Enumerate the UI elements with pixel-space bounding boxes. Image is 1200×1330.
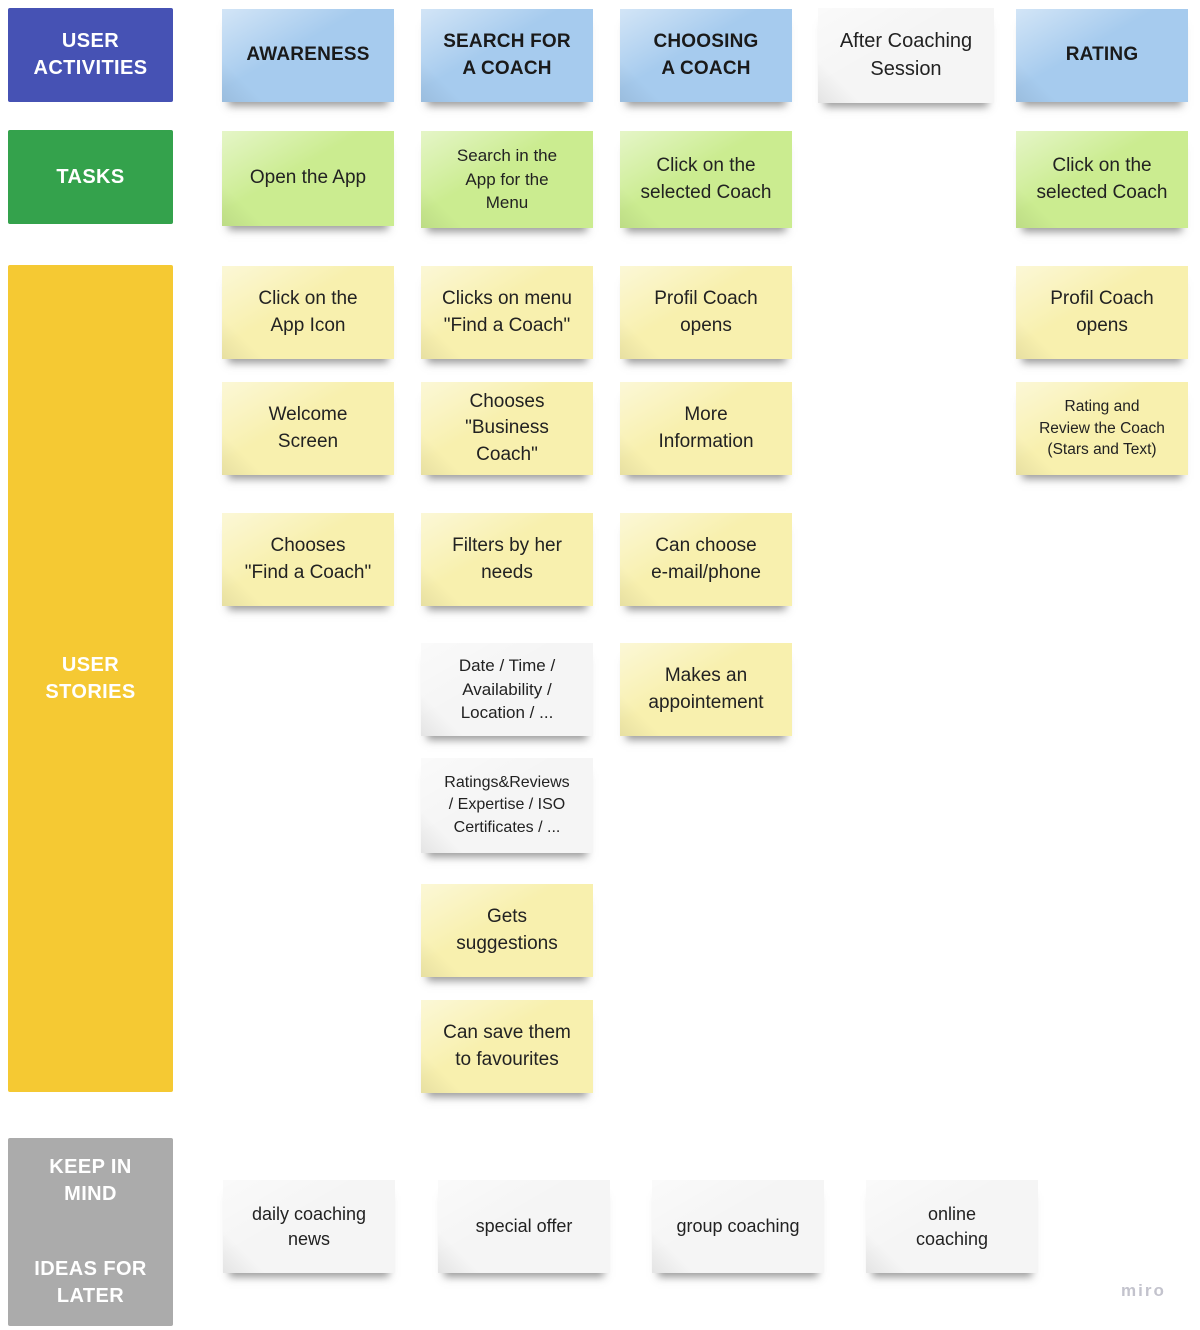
row-header-keep-in-mind[interactable]: KEEP IN MIND IDEAS FOR LATER bbox=[8, 1138, 173, 1326]
row-header-user-stories[interactable]: USER STORIES bbox=[8, 265, 173, 1092]
note-idea-special-offer[interactable]: special offer bbox=[438, 1180, 610, 1273]
note-idea-group-coaching-text: group coaching bbox=[676, 1216, 800, 1237]
note-story-filters-by-her-needs[interactable]: Filters by her needs bbox=[421, 513, 593, 606]
note-story-clicks-on-menu-find-a-coach[interactable]: Clicks on menu "Find a Coach" bbox=[421, 266, 593, 359]
note-idea-daily-coaching-news[interactable]: daily coaching news bbox=[223, 1180, 395, 1273]
note-story-filters-by-her-needs-text: Filters by her needs bbox=[452, 535, 562, 583]
note-story-clicks-on-menu-text: Clicks on menu "Find a Coach" bbox=[442, 288, 572, 336]
miro-watermark: miro bbox=[1121, 1281, 1166, 1300]
note-activity-search-text: SEARCH FOR A COACH bbox=[443, 31, 571, 79]
note-story-profil-coach-opens-2[interactable]: Profil Coach opens bbox=[1016, 266, 1188, 359]
note-story-chooses-business-coach[interactable]: Chooses "Business Coach" bbox=[421, 382, 593, 475]
ideas-for-later-label: IDEAS FOR LATER bbox=[34, 1258, 147, 1307]
note-activity-rating[interactable]: RATING bbox=[1016, 9, 1188, 102]
note-story-click-app-icon[interactable]: Click on the App Icon bbox=[222, 266, 394, 359]
note-task-search-in-app-menu-text: Search in the App for the Menu bbox=[456, 146, 558, 213]
note-story-rating-and-review[interactable]: Rating and Review the Coach (Stars and T… bbox=[1016, 382, 1188, 475]
note-story-welcome-screen-text: Welcome Screen bbox=[268, 404, 348, 452]
note-activity-choosing-text: CHOOSING A COACH bbox=[653, 31, 759, 79]
note-story-profil-coach-opens-1[interactable]: Profil Coach opens bbox=[620, 266, 792, 359]
note-task-open-the-app-text: Open the App bbox=[249, 167, 367, 189]
note-story-click-app-icon-text: Click on the App Icon bbox=[258, 288, 358, 336]
note-activity-choosing-a-coach[interactable]: CHOOSING A COACH bbox=[620, 9, 792, 102]
note-story-ratings-reviews-expertise-iso[interactable]: Ratings&Reviews / Expertise / ISO Certif… bbox=[421, 758, 593, 853]
note-story-can-save-to-favourites-text: Can save them to favourites bbox=[443, 1022, 571, 1070]
note-task-search-in-app-menu[interactable]: Search in the App for the Menu bbox=[421, 131, 593, 228]
note-idea-online-coaching-text: online coaching bbox=[915, 1203, 989, 1249]
note-story-chooses-business-coach-text: Chooses "Business Coach" bbox=[465, 391, 549, 465]
note-story-makes-an-appointement-text: Makes an appointement bbox=[648, 665, 764, 713]
note-story-profil-coach-opens-1-text: Profil Coach opens bbox=[654, 288, 758, 336]
note-story-can-save-to-favourites[interactable]: Can save them to favourites bbox=[421, 1000, 593, 1093]
row-header-tasks-label: TASKS bbox=[56, 165, 125, 188]
note-task-open-the-app[interactable]: Open the App bbox=[222, 131, 394, 226]
note-story-chooses-find-a-coach[interactable]: Chooses "Find a Coach" bbox=[222, 513, 394, 606]
note-story-chooses-find-a-coach-text: Chooses "Find a Coach" bbox=[244, 535, 372, 583]
note-activity-after-coaching-session[interactable]: After Coaching Session bbox=[818, 8, 994, 103]
note-activity-rating-text: RATING bbox=[1065, 44, 1139, 66]
note-activity-awareness-text: AWARENESS bbox=[246, 44, 370, 66]
note-story-gets-suggestions-text: Gets suggestions bbox=[456, 906, 558, 954]
note-story-more-information-text: More Information bbox=[658, 404, 754, 452]
note-story-gets-suggestions[interactable]: Gets suggestions bbox=[421, 884, 593, 977]
note-story-welcome-screen[interactable]: Welcome Screen bbox=[222, 382, 394, 475]
row-header-user-stories-label: USER STORIES bbox=[45, 653, 136, 703]
note-activity-after-session-text: After Coaching Session bbox=[839, 29, 973, 80]
note-idea-group-coaching[interactable]: group coaching bbox=[652, 1180, 824, 1273]
note-story-date-time-availability-location[interactable]: Date / Time / Availability / Location / … bbox=[421, 643, 593, 736]
note-idea-daily-coaching-news-text: daily coaching news bbox=[251, 1203, 367, 1249]
row-header-tasks[interactable]: TASKS bbox=[8, 130, 173, 224]
note-activity-awareness[interactable]: AWARENESS bbox=[222, 9, 394, 102]
note-story-rating-and-review-text: Rating and Review the Coach (Stars and T… bbox=[1039, 398, 1165, 459]
keep-in-mind-label: KEEP IN MIND bbox=[49, 1156, 132, 1205]
note-story-profil-coach-opens-2-text: Profil Coach opens bbox=[1050, 288, 1154, 336]
note-task-click-selected-coach-1[interactable]: Click on the selected Coach bbox=[620, 131, 792, 228]
note-story-date-time-text: Date / Time / Availability / Location / … bbox=[458, 656, 556, 723]
note-task-click-selected-coach-2[interactable]: Click on the selected Coach bbox=[1016, 131, 1188, 228]
note-story-can-choose-email-phone[interactable]: Can choose e-mail/phone bbox=[620, 513, 792, 606]
row-header-user-activities-label: USER ACTIVITIES bbox=[33, 30, 148, 79]
note-activity-search-for-a-coach[interactable]: SEARCH FOR A COACH bbox=[421, 9, 593, 102]
row-header-user-activities[interactable]: USER ACTIVITIES bbox=[8, 8, 173, 102]
note-story-can-choose-email-phone-text: Can choose e-mail/phone bbox=[651, 535, 761, 583]
note-task-click-selected-coach-1-text: Click on the selected Coach bbox=[640, 155, 772, 203]
note-story-makes-an-appointement[interactable]: Makes an appointement bbox=[620, 643, 792, 736]
note-idea-online-coaching[interactable]: online coaching bbox=[866, 1180, 1038, 1273]
note-task-click-selected-coach-2-text: Click on the selected Coach bbox=[1036, 155, 1168, 203]
note-story-more-information[interactable]: More Information bbox=[620, 382, 792, 475]
note-idea-special-offer-text: special offer bbox=[475, 1216, 573, 1237]
note-story-ratings-reviews-text: Ratings&Reviews / Expertise / ISO Certif… bbox=[444, 774, 570, 836]
